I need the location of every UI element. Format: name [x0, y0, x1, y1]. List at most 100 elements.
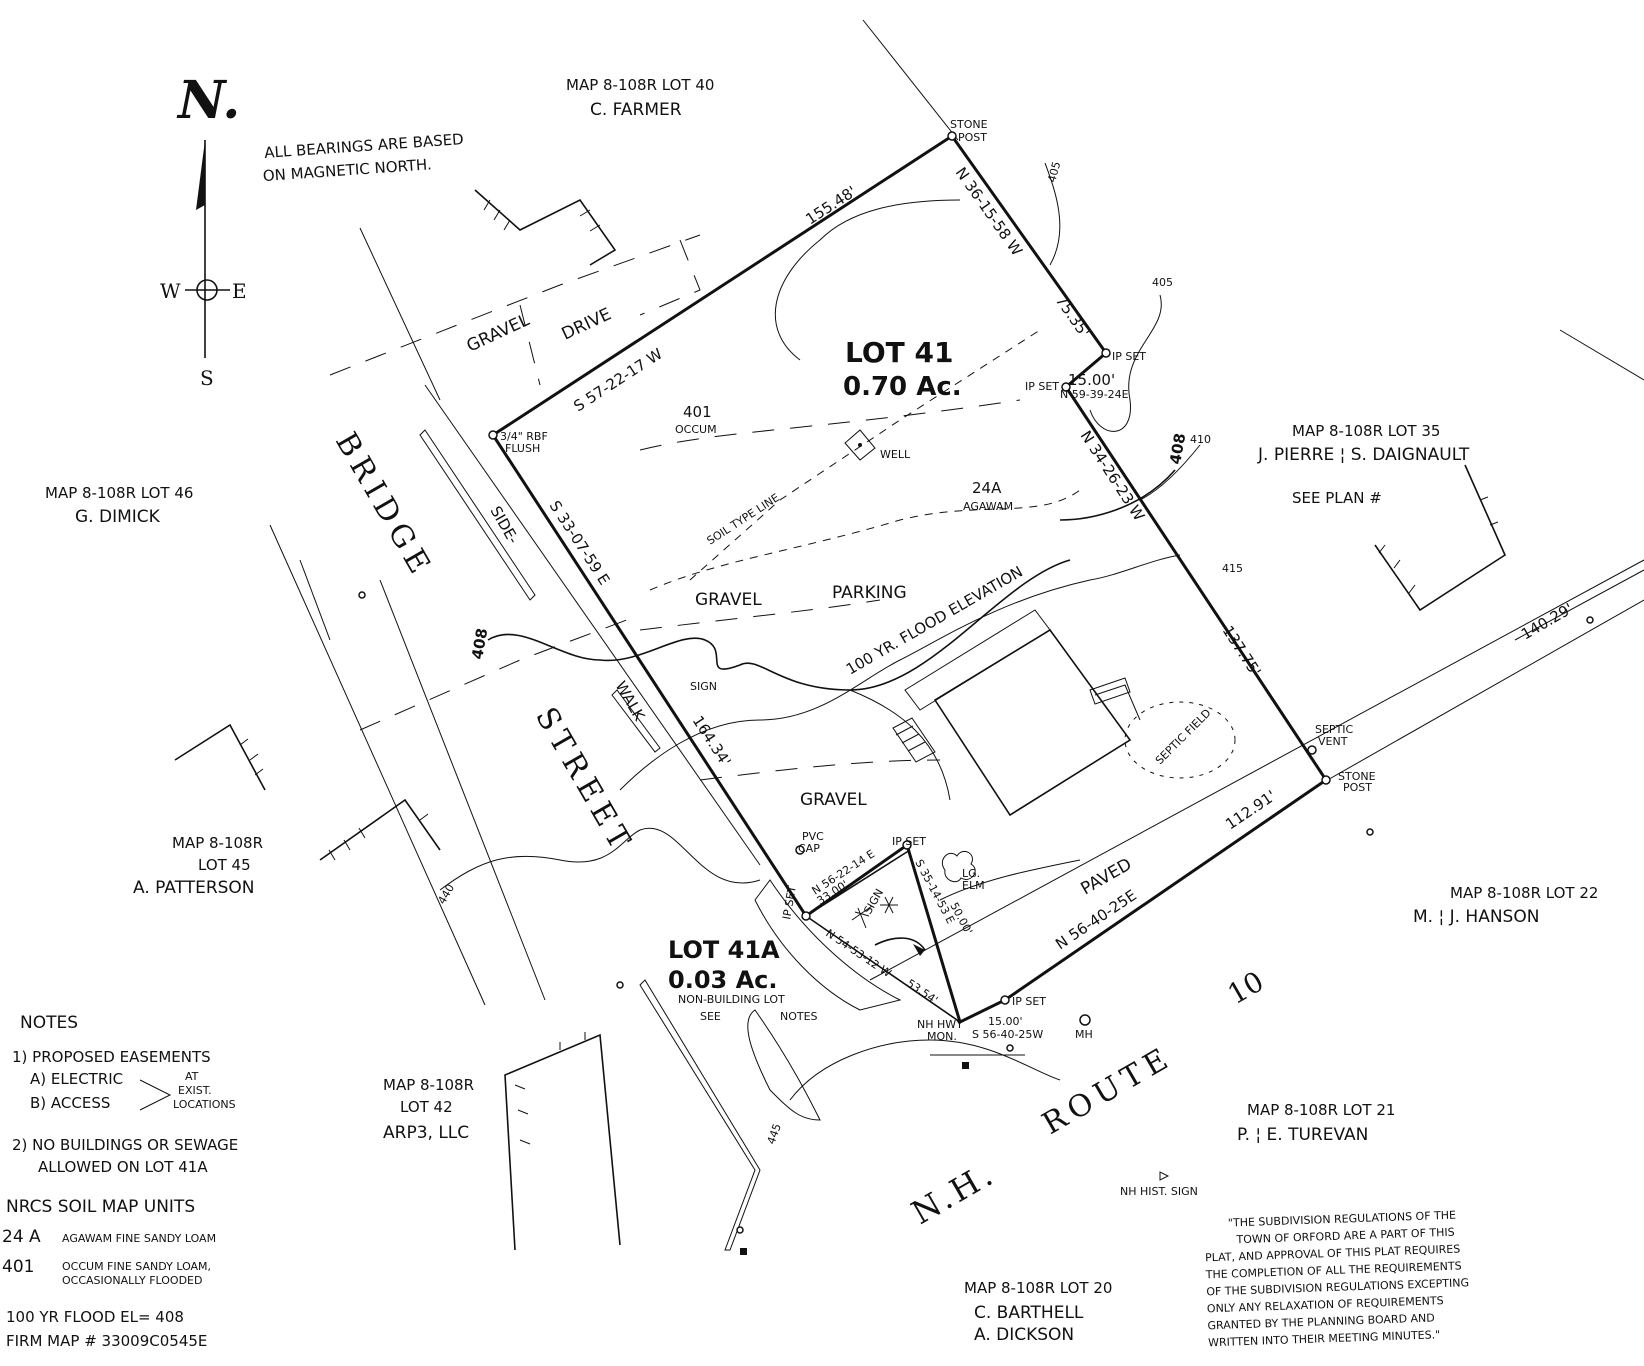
road-median-strip [639, 979, 761, 1251]
lot-41a-southwest-line [805, 915, 961, 1023]
gravel-drive-edge [519, 304, 541, 386]
compass-circle-icon [196, 279, 218, 301]
quote-line-8: WRITTEN INTO THEIR MEETING MINUTES." [1208, 1328, 1440, 1349]
neighbor-lot-21-owner: P. ¦ E. TUREVAN [1237, 1125, 1368, 1145]
rbf-label-2: FLUSH [505, 442, 540, 455]
stone-post-north-1: STONE [950, 118, 988, 131]
contour-label-440: 440 [435, 882, 457, 907]
bridge-street-centerline [359, 614, 641, 731]
contour-label-410: 410 [1190, 433, 1211, 446]
west-label: W [160, 279, 181, 303]
sign-label-41a: SIGN [861, 887, 886, 917]
note-2a: 2) NO BUILDINGS OR SEWAGE [12, 1136, 238, 1154]
sign-icon [880, 896, 898, 914]
soil-401-label: 401 [683, 403, 712, 421]
east-label: E [232, 279, 247, 303]
gravel-drive-edge-south [329, 234, 701, 376]
gravel-parking-label-2: PARKING [832, 583, 907, 603]
contour-410 [1139, 444, 1201, 501]
traffic-island [754, 879, 902, 1011]
hatch-lot-40 [483, 199, 601, 232]
utility-pole-icon [358, 591, 366, 599]
gravel-edge [699, 759, 941, 781]
utility-pole-icon [736, 1226, 744, 1234]
lot-41a-note-1: NON-BUILDING LOT [678, 993, 785, 1006]
soil-agawam-label: AGAWAM [963, 500, 1013, 513]
rbf-label-1: 3/4" RBF [500, 430, 548, 443]
bearings-note: ALL BEARINGS ARE BASED ON MAGNETIC NORTH… [262, 130, 465, 185]
pvc-cap-label-1: PVC [802, 830, 824, 843]
lot-41-title: LOT 41 [845, 336, 953, 369]
hatch-lot-45-a [239, 738, 264, 776]
route-nh-label: N.H. [905, 1154, 1002, 1232]
utility-pole-icon [1586, 616, 1594, 624]
soil-type-line-upper [689, 329, 1041, 581]
neighbor-lot-22-owner: M. ¦ J. HANSON [1413, 907, 1539, 927]
building-lot-35 [1374, 464, 1507, 612]
island-curb [747, 1009, 821, 1121]
north-arrow-head-icon [196, 140, 205, 210]
bearing-jog: N 59-39-24E [1060, 388, 1129, 401]
bearing-south-line: N 56-40-25E [1052, 886, 1140, 953]
neighbor-lot-20-owner-1: C. BARTHELL [974, 1303, 1084, 1323]
note-1b: B) ACCESS [30, 1094, 110, 1112]
contour-445 [789, 1039, 1061, 1101]
building-lot-45-a [174, 723, 266, 791]
ip-set-marker-icon [1000, 995, 1010, 1005]
lot-41-area: 0.70 Ac. [843, 372, 962, 402]
route-number-label: 10 [1222, 965, 1269, 1011]
neighbor-lot-21-map: MAP 8-108R LOT 21 [1247, 1101, 1395, 1119]
hist-sign-icon [1159, 1171, 1170, 1181]
note-1a: A) ELECTRIC [30, 1070, 123, 1088]
well-icon [844, 429, 876, 461]
elm-label-2: ELM [962, 879, 985, 892]
contour-405-a [1044, 162, 1061, 266]
contour-440 [439, 827, 761, 891]
elm-label-1: LG. [962, 867, 980, 880]
contour-label-445: 445 [765, 1122, 784, 1146]
flood-elevation: 100 YR FLOOD EL= 408 [6, 1308, 184, 1326]
distance-lot-41a-south: 15.00' [988, 1015, 1023, 1028]
sidewalk-strip [419, 429, 536, 601]
ip-set-marker-icon [1061, 382, 1071, 392]
soils-row-2-desc2: OCCASIONALLY FLOODED [62, 1274, 202, 1287]
ip-set-label-jog: IP SET [1025, 380, 1059, 393]
notes-bracket [139, 1079, 172, 1111]
bridge-street-east-edge [424, 384, 761, 866]
septic-vent-label-1: SEPTIC [1315, 723, 1354, 736]
nh-hwy-mon-label-2: MON. [927, 1030, 957, 1043]
bearings-note-line-1: ALL BEARINGS ARE BASED [264, 130, 465, 162]
neighbor-lot-40-map: MAP 8-108R LOT 40 [566, 76, 714, 94]
neighbor-lot-20-owner-2: A. DICKSON [974, 1325, 1074, 1345]
arrow-head-icon [913, 944, 925, 956]
distance-east-line: 137.75' [1219, 622, 1265, 679]
neighbor-lot-45-owner: A. PATTERSON [133, 878, 255, 898]
septic-field [1124, 701, 1236, 779]
distance-north-line: 155.48' [802, 182, 859, 228]
neighbor-lot-22-map: MAP 8-108R LOT 22 [1450, 884, 1598, 902]
ip-set-label-41a: IP SET [892, 835, 926, 848]
south-label: S [200, 366, 214, 390]
gravel-drive-drive-label: DRIVE [559, 304, 615, 344]
rbf-marker-icon [488, 430, 498, 440]
distance-west-line: 164.34' [689, 712, 735, 769]
pvc-cap-icon [795, 845, 805, 855]
elm-tree-icon [941, 851, 976, 883]
building-lot-42 [504, 1033, 621, 1251]
bridge-street-tick [299, 559, 331, 641]
note-1c-2: EXIST. [178, 1084, 212, 1097]
soils-title: NRCS SOIL MAP UNITS [6, 1197, 195, 1217]
septic-vent-marker-icon [1307, 745, 1317, 755]
ip-set-label-ne: IP SET [1112, 350, 1146, 363]
bridge-street-edge-upper-left [359, 227, 441, 401]
walk-strip [611, 689, 661, 753]
distance-south-line: 112.91' [1222, 787, 1279, 834]
building-lot-40 [474, 189, 617, 266]
sign-icon [851, 905, 873, 929]
soil-24a-label: 24A [972, 479, 1002, 497]
stair-steps [895, 725, 926, 752]
note-1: 1) PROPOSED EASEMENTS [12, 1048, 211, 1066]
main-building [933, 628, 1132, 817]
soil-type-line [649, 489, 1081, 591]
bearing-west-line: S 33-07-59 E [546, 497, 614, 588]
